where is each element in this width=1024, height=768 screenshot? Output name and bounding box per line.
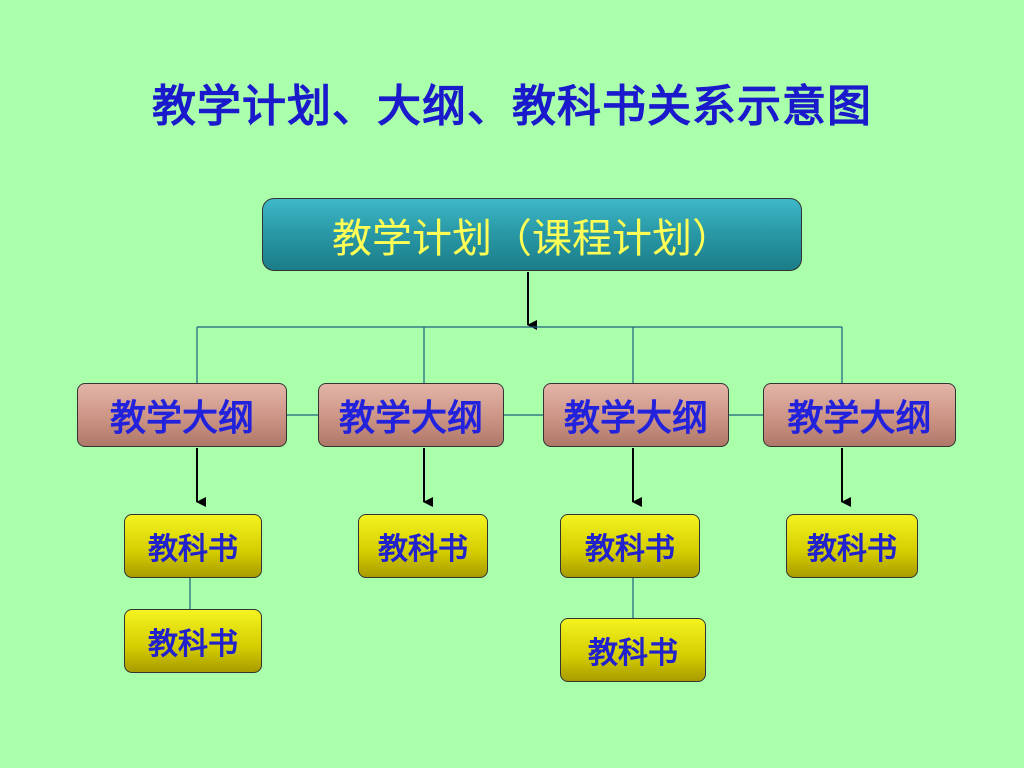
textbook-node-2: 教科书 <box>358 514 488 578</box>
textbook-node-1: 教科书 <box>124 514 262 578</box>
syllabus-node-2: 教学大纲 <box>318 383 504 447</box>
teaching-plan-node: 教学计划（课程计划） <box>262 198 802 271</box>
textbook-node-4: 教科书 <box>786 514 918 578</box>
textbook-node-5: 教科书 <box>124 609 262 673</box>
textbook-node-3: 教科书 <box>560 514 700 578</box>
syllabus-node-4: 教学大纲 <box>763 383 956 447</box>
syllabus-node-3: 教学大纲 <box>543 383 729 447</box>
textbook-node-6: 教科书 <box>560 618 706 682</box>
diagram-title: 教学计划、大纲、教科书关系示意图 <box>152 81 872 132</box>
syllabus-node-1: 教学大纲 <box>77 383 287 447</box>
